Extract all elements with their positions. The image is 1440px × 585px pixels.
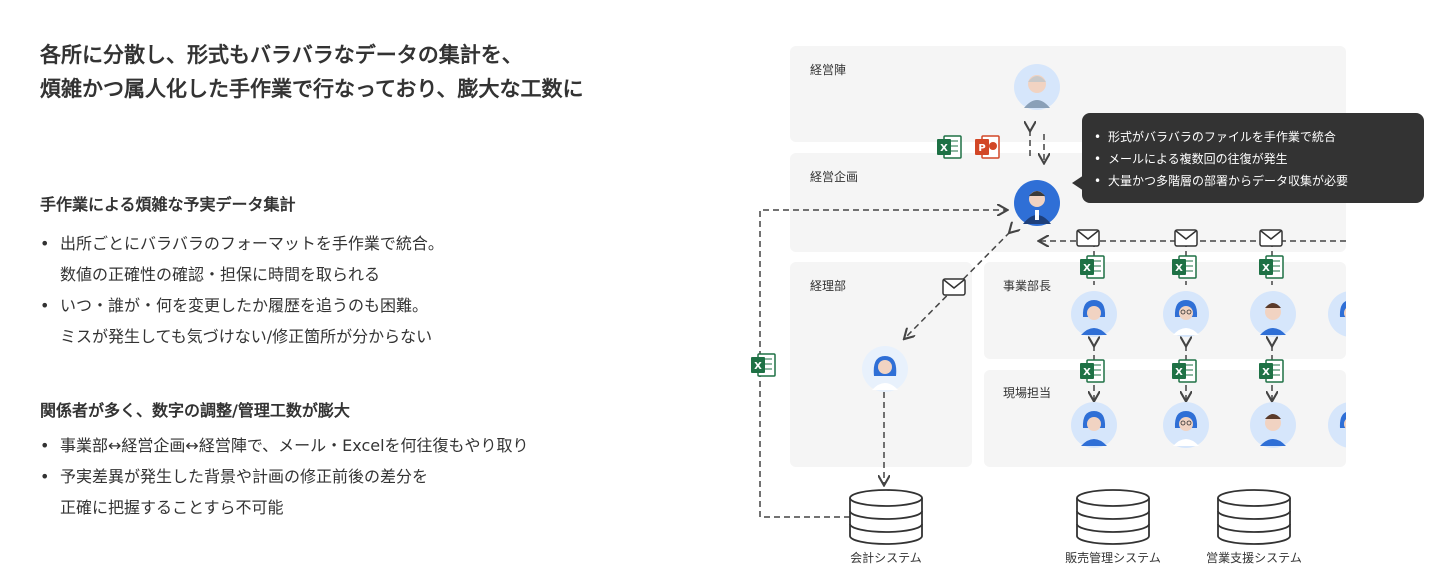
svg-text:X: X <box>1175 263 1183 274</box>
mail-icon <box>1076 229 1100 247</box>
section2-title: 関係者が多く、数字の調整/管理工数が膨大 <box>40 401 350 420</box>
callout-item: メールによる複数回の往復が発生 <box>1094 148 1424 170</box>
planning-avatar <box>1014 180 1060 226</box>
field-staff-avatar <box>1163 402 1209 448</box>
section1-bullets: •出所ごとにバラバラのフォーマットを手作業で統合。 数値の正確性の確認・担保に時… <box>40 228 444 352</box>
svg-text:P: P <box>978 143 985 154</box>
accounting-avatar <box>862 346 908 392</box>
mail-icon <box>1259 229 1283 247</box>
excel-icon: X <box>1079 358 1105 384</box>
callout-item: 大量かつ多階層の部署からデータ収集が必要 <box>1094 170 1424 192</box>
field-staff-avatar <box>1328 402 1346 448</box>
excel-icon: X <box>750 352 776 378</box>
bullet-item: •出所ごとにバラバラのフォーマットを手作業で統合。 数値の正確性の確認・担保に時… <box>40 234 444 284</box>
database-icon <box>1074 488 1152 546</box>
division-head-avatar <box>1328 291 1346 337</box>
bullet-item: •いつ・誰が・何を変更したか履歴を追うのも困難。 ミスが発生しても気づけない/修… <box>40 296 433 346</box>
svg-text:X: X <box>1262 263 1270 274</box>
panel-label-field-staff: 現場担当 <box>1003 386 1052 400</box>
db-label-accounting: 会計システム <box>850 551 922 565</box>
svg-text:X: X <box>1083 263 1091 274</box>
svg-text:X: X <box>1083 367 1091 378</box>
section2-bullets: •事業部↔経営企画↔経営陣で、メール・Excelを何往復もやり取り •予実差異が… <box>40 430 529 523</box>
executive-avatar <box>1014 64 1060 110</box>
svg-text:X: X <box>940 143 948 154</box>
heading-line-2: 煩雑かつ属人化した手作業で行なっており、膨大な工数に <box>40 77 584 101</box>
callout-item: 形式がバラバラのファイルを手作業で統合 <box>1094 126 1424 148</box>
excel-icon: X <box>1079 254 1105 280</box>
excel-icon: X <box>1171 358 1197 384</box>
panel-label-executives: 経営陣 <box>810 63 847 77</box>
bullet-item: •事業部↔経営企画↔経営陣で、メール・Excelを何往復もやり取り <box>40 436 529 455</box>
mail-icon <box>942 278 966 296</box>
division-head-avatar <box>1163 291 1209 337</box>
svg-text:X: X <box>1175 367 1183 378</box>
field-staff-avatar <box>1071 402 1117 448</box>
page-heading: 各所に分散し、形式もバラバラなデータの集計を、 煩雑かつ属人化した手作業で行なっ… <box>40 38 583 106</box>
database-icon <box>847 488 925 546</box>
db-label-sales-support: 営業支援システム <box>1206 551 1302 565</box>
bullet-item: •予実差異が発生した背景や計画の修正前後の差分を 正確に把握することすら不可能 <box>40 467 429 517</box>
issues-callout: 形式がバラバラのファイルを手作業で統合 メールによる複数回の往復が発生 大量かつ… <box>1072 113 1424 203</box>
field-staff-avatar <box>1250 402 1296 448</box>
division-head-avatar <box>1250 291 1296 337</box>
excel-icon: X <box>1258 358 1284 384</box>
mail-icon <box>1174 229 1198 247</box>
svg-text:X: X <box>754 361 762 372</box>
panel-label-accounting: 経理部 <box>810 279 847 293</box>
division-head-avatar <box>1071 291 1117 337</box>
db-label-sales: 販売管理システム <box>1065 551 1161 565</box>
database-icon <box>1215 488 1293 546</box>
section1-title: 手作業による煩雑な予実データ集計 <box>40 195 296 214</box>
svg-text:X: X <box>1262 367 1270 378</box>
callout-pointer <box>1072 175 1084 191</box>
excel-icon: X <box>1258 254 1284 280</box>
excel-icon: X <box>936 134 962 160</box>
panel-label-planning: 経営企画 <box>810 170 859 184</box>
powerpoint-icon: P <box>974 134 1000 160</box>
heading-line-1: 各所に分散し、形式もバラバラなデータの集計を、 <box>40 43 523 67</box>
excel-icon: X <box>1171 254 1197 280</box>
